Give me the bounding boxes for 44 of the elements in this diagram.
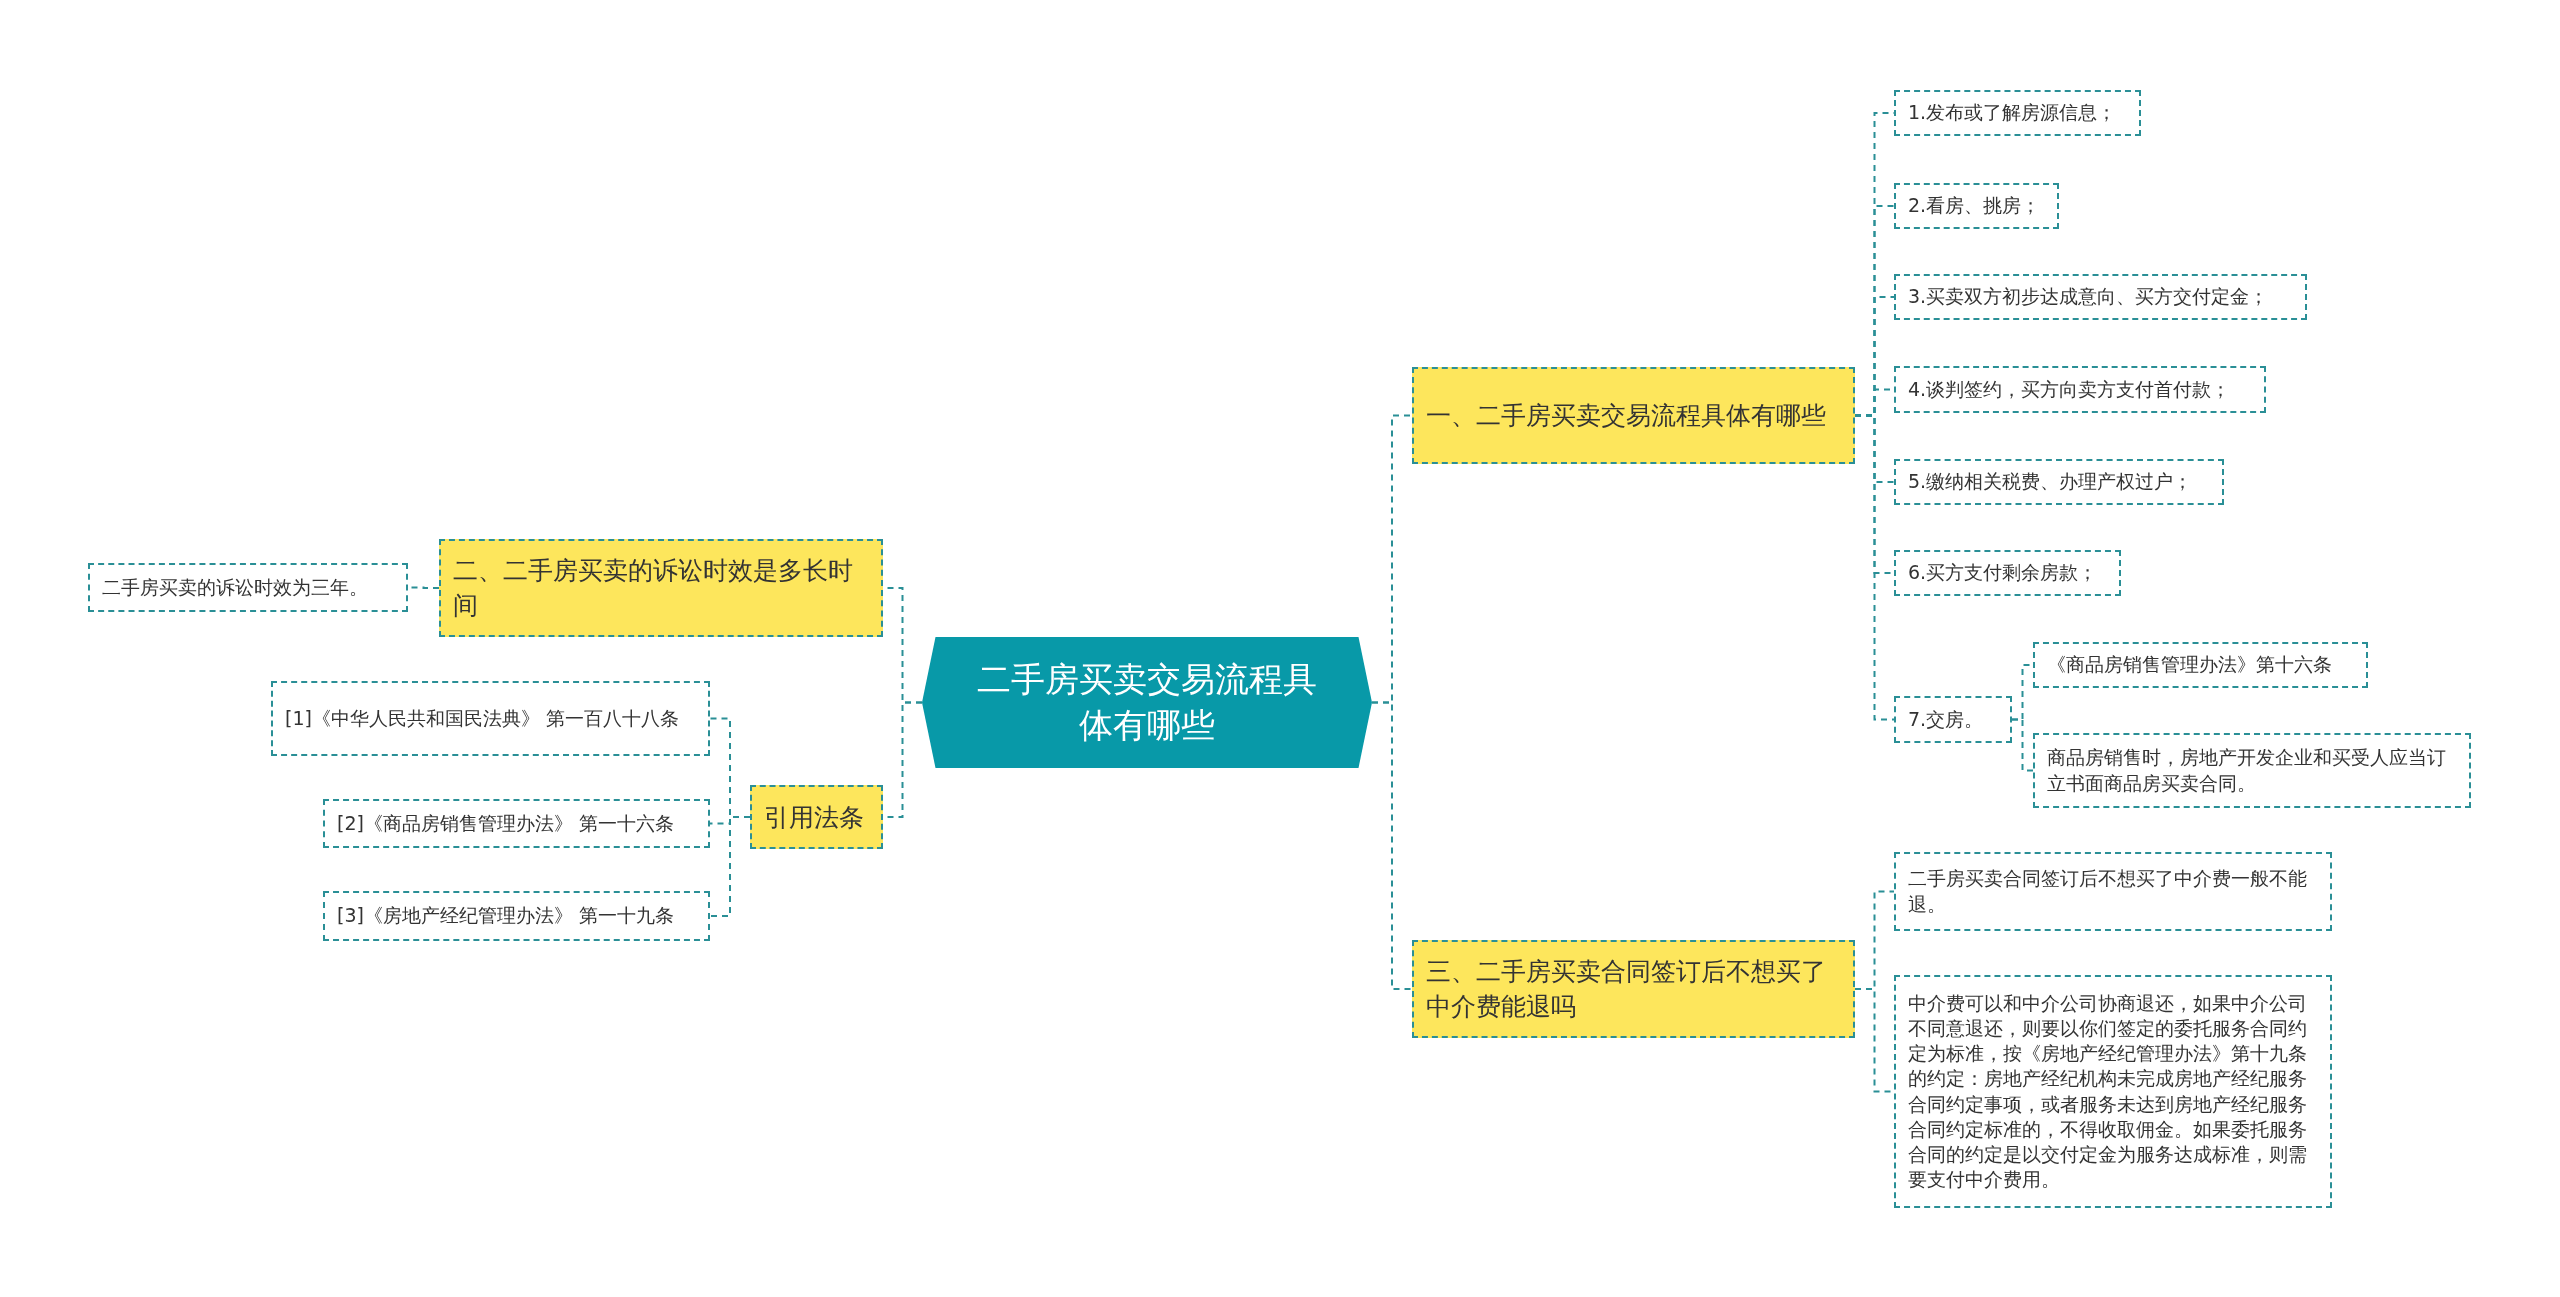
branch-box [439,539,883,637]
connector-line [1371,701,1413,990]
branch-box [1412,367,1855,464]
note-text: 4.谈判签约，买方向卖方支付首付款； [1908,376,2232,402]
branch-text: 引用法条 [764,801,865,834]
note-box [1894,183,2059,229]
note-text: 6.买方支付剩余房款； [1908,560,2099,586]
note-box [1894,696,2012,743]
connector-line [2011,718,2034,772]
topic-text: 二手房买卖交易流程具体有哪些 [976,657,1318,747]
branch-text: 一、二手房买卖交易流程具体有哪些 [1426,400,1827,432]
note-text: [2]《商品房销售管理办法》 第一十六条 [337,810,675,836]
note-box [1894,550,2121,596]
note-box [323,891,710,941]
connector-line [709,816,751,917]
note-text: 3.买卖双方初步达成意向、买方交付定金； [1908,284,2270,310]
note-text: 7.交房。 [1908,706,1985,732]
branch-box [1412,940,1855,1038]
note-box [2033,733,2471,808]
branch-text: 三、二手房买卖合同签订后不想买了中介费能退吗 [1426,956,1827,1023]
note-box [271,681,710,756]
branch-text: 二、二手房买卖的诉讼时效是多长时间 [453,555,854,622]
note-box [88,563,408,612]
note-box [1894,274,2307,320]
note-box [1894,459,2224,505]
note-text: 商品房销售时，房地产开发企业和买受人应当订立书面商品房买卖合同。 [2047,745,2447,796]
note-box [1894,852,2332,931]
note-text: 二手房买卖的诉讼时效为三年。 [102,574,369,600]
note-text: 二手房买卖合同签订后不想买了中介费一般不能退。 [1908,866,2308,917]
note-text: [1]《中华人民共和国民法典》 第一百八十八条 [285,705,680,731]
note-box [323,799,710,848]
note-box [1894,366,2266,413]
note-text: 1.发布或了解房源信息； [1908,100,2118,126]
note-text: 5.缴纳相关税费、办理产权过户； [1908,469,2194,495]
note-text: 中介费可以和中介公司协商退还，如果中介公司不同意退还，则要以你们签定的委托服务合同约定为标准，按《房地产经纪管理办法》第十九条的约定：房地产经纪机构未完成房地产经纪服务合同约定事项，或者服务未达到房地产经纪服务合同约定标准的，不得收取佣金。如果委托服务合同的约定是以交付定金为服务达成标准，则需要支付中介费用。 [1908,991,2308,1192]
note-box [1894,975,2332,1208]
note-text: 《商品房销售管理办法》第十六条 [2047,652,2333,678]
branch-box [750,785,883,849]
note-box [2033,642,2368,688]
connector-line [1854,414,1895,721]
note-box [1894,90,2141,136]
central-topic [922,637,1372,768]
note-text: [3]《房地产经纪管理办法》 第一十九条 [337,903,675,929]
note-text: 2.看房、挑房； [1908,193,2042,219]
